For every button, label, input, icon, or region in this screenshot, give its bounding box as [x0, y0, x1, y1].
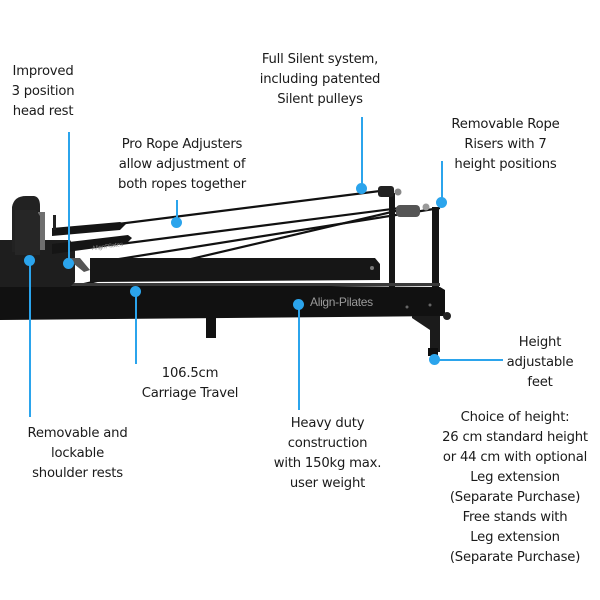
dot-height-feet: [429, 354, 440, 365]
leader-heavy-duty: [298, 305, 300, 410]
dot-rope-risers: [436, 197, 447, 208]
leader-rope-adjusters: [176, 200, 178, 222]
dot-carriage-travel: [130, 286, 141, 297]
rope-handle-upper: [52, 222, 126, 236]
leader-carriage-travel: [135, 292, 137, 364]
callout-height-choice: Choice of height: 26 cm standard height …: [442, 410, 588, 565]
callout-rope-risers: Removable Rope Risers with 7 height posi…: [451, 117, 560, 172]
leader-silent-system: [361, 117, 363, 187]
center-leg: [206, 318, 216, 338]
callout-head-rest: Improved 3 position head rest: [11, 64, 75, 119]
rope-riser-front: [389, 193, 395, 293]
dot-shoulder-rests: [24, 255, 35, 266]
leader-head-rest: [68, 132, 70, 264]
dot-head-rest: [63, 258, 74, 269]
foot: [428, 348, 438, 356]
callout-silent-system: Full Silent system, including patented S…: [259, 52, 381, 107]
leader-height-feet: [435, 359, 503, 361]
carriage-rail: [90, 258, 380, 282]
dot-rope-adjusters: [171, 217, 182, 228]
main-frame: [0, 283, 445, 320]
callout-height-feet: Height adjustable feet: [506, 335, 574, 390]
callout-carriage-travel: 106.5cm Carriage Travel: [141, 366, 239, 401]
rope-handle-lower: [52, 235, 132, 254]
rope-riser-back: [432, 207, 439, 297]
pulley-lower: [396, 205, 420, 217]
leader-rope-risers: [441, 161, 443, 203]
leader-shoulder-rests: [29, 262, 31, 417]
callout-heavy-duty: Heavy duty construction with 150kg max. …: [273, 416, 382, 491]
dot-silent-system: [356, 183, 367, 194]
frame-end-bracket: [412, 316, 440, 352]
shoulder-rest-block: [15, 210, 40, 255]
dot-heavy-duty: [293, 299, 304, 310]
pulley-upper: [378, 186, 394, 197]
frame-logo: Align-Pilates: [310, 295, 373, 309]
callout-shoulder-rests: Removable and lockable shoulder rests: [27, 426, 128, 481]
callout-rope-adjusters: Pro Rope Adjusters allow adjustment of b…: [118, 137, 246, 192]
